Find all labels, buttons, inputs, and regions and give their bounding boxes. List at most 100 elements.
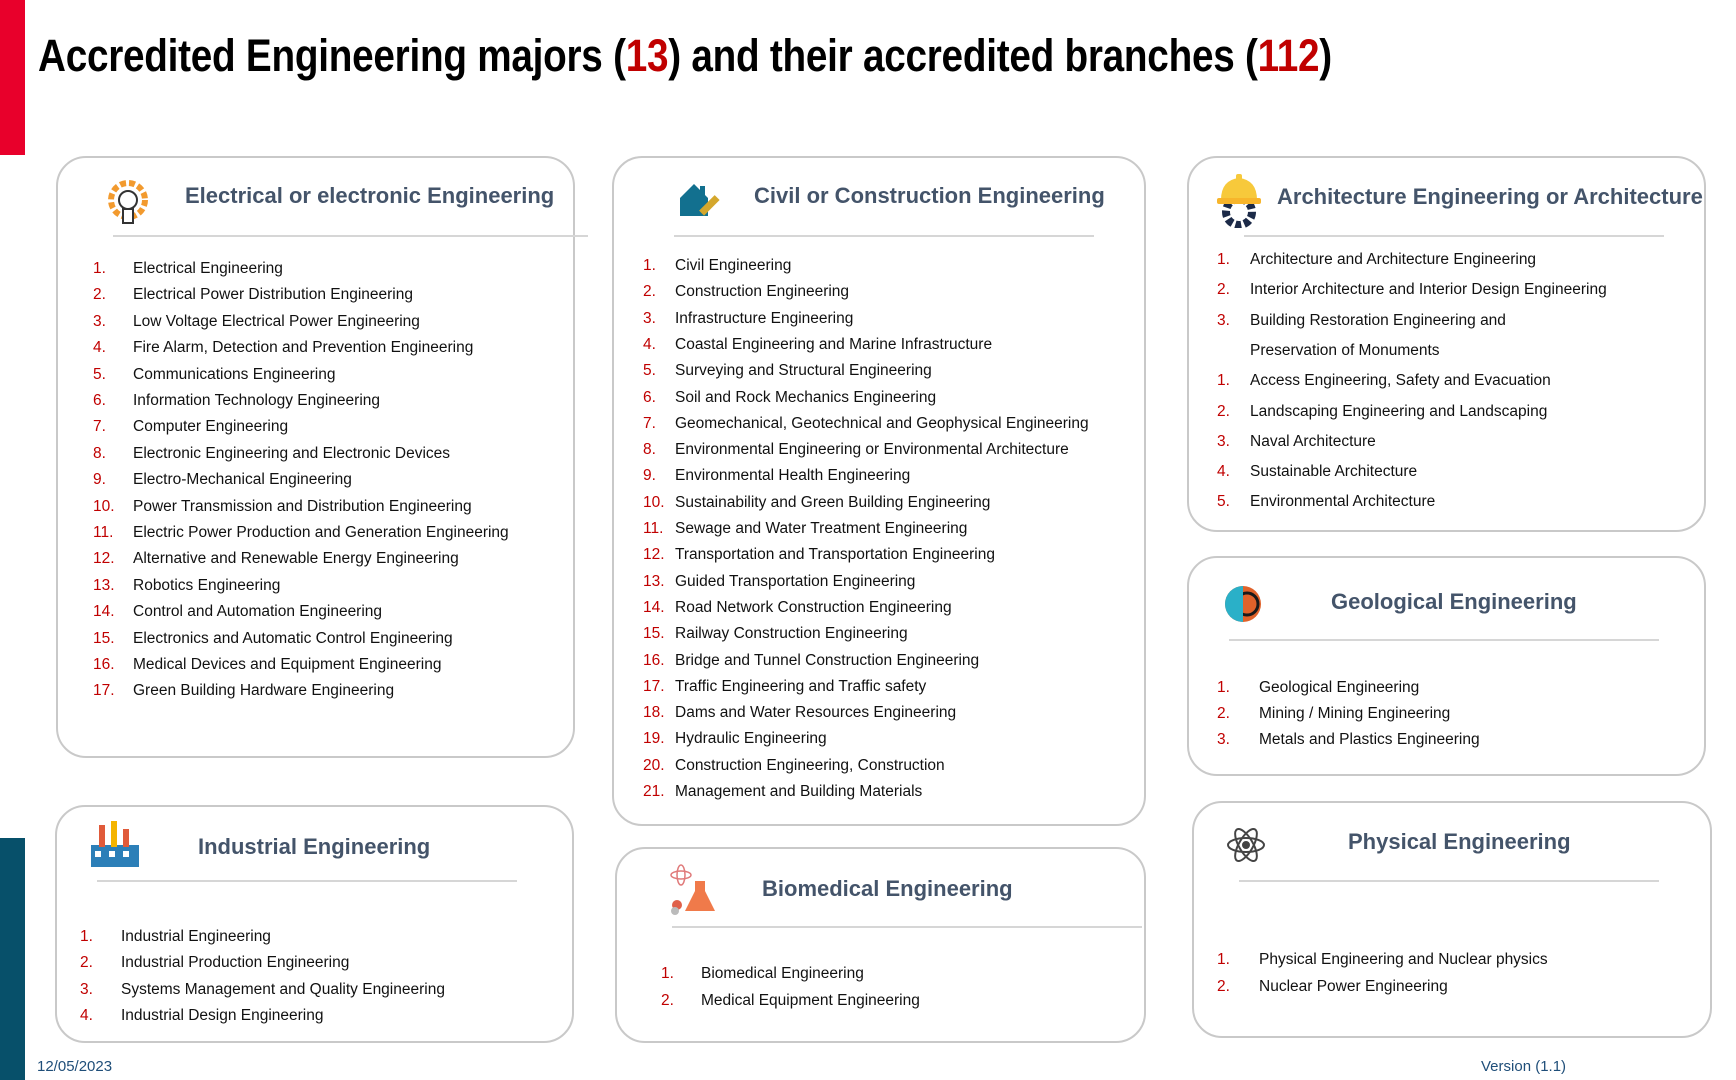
- item-number: 3.: [1217, 311, 1230, 329]
- list-item: 2.Industrial Production Engineering: [80, 954, 350, 972]
- list-item: 12.Transportation and Transportation Eng…: [643, 546, 995, 564]
- item-label: Preservation of Monuments: [1250, 341, 1440, 359]
- item-number: 9.: [643, 467, 656, 485]
- item-label: Building Restoration Engineering and: [1250, 311, 1506, 329]
- branches-count: 112: [1257, 30, 1320, 81]
- item-label: Surveying and Structural Engineering: [675, 362, 932, 380]
- list-item: 20.Construction Engineering, Constructio…: [643, 756, 945, 775]
- list-item: 3. Naval Architecture: [1217, 432, 1376, 451]
- list-item: Preservation of Monuments: [1250, 342, 1440, 360]
- item-label: Bridge and Tunnel Construction Engineeri…: [675, 651, 980, 669]
- item-number: 1.: [661, 965, 674, 982]
- item-number: 2.: [93, 286, 106, 304]
- item-label: Road Network Construction Engineering: [675, 598, 952, 616]
- item-label: Communications Engineering: [133, 365, 336, 383]
- item-label: Civil Engineering: [675, 257, 792, 274]
- title-text: ): [1319, 30, 1332, 81]
- item-number: 1.: [1217, 372, 1230, 390]
- list-item: 4.Industrial Design Engineering: [80, 1007, 323, 1025]
- divider: [672, 926, 1142, 928]
- list-item: 2.Construction Engineering: [643, 283, 849, 301]
- item-number: 2.: [1217, 705, 1230, 723]
- item-number: 4.: [80, 1007, 93, 1025]
- item-label: Computer Engineering: [133, 418, 289, 436]
- flask-atom-icon: [665, 861, 721, 922]
- item-label: Mining / Mining Engineering: [1259, 705, 1451, 723]
- list-item: 2.Interior Architecture and Interior Des…: [1217, 281, 1607, 299]
- item-number: 21.: [643, 783, 665, 800]
- item-number: 5.: [643, 362, 656, 380]
- item-label: Hydraulic Engineering: [675, 730, 827, 748]
- item-number: 15.: [643, 625, 665, 643]
- list-item: 5.Environmental Architecture: [1217, 493, 1435, 511]
- item-label: Sustainable Architecture: [1250, 463, 1418, 481]
- list-item: 8.Electronic Engineering and Electronic …: [93, 444, 451, 463]
- item-number: 3.: [1217, 731, 1230, 749]
- item-label: Naval Architecture: [1250, 432, 1376, 450]
- factory-icon: [87, 815, 143, 876]
- item-label: Architecture and Architecture Engineerin…: [1250, 251, 1537, 268]
- list-item: 7.Computer Engineering: [93, 418, 289, 436]
- item-label: Medical Devices and Equipment Engineerin…: [133, 656, 442, 673]
- item-label: Electronic Engineering and Electronic De…: [133, 444, 451, 462]
- item-number: 14.: [643, 598, 665, 616]
- hardhat-gear-icon: [1215, 172, 1263, 233]
- item-number: 3.: [1217, 432, 1230, 450]
- list-item: 2.Electrical Power Distribution Engineer…: [93, 286, 413, 304]
- list-item: 2.Landscaping Engineering and Landscapin…: [1217, 403, 1547, 421]
- list-item: 13.Guided Transportation Engineering: [643, 573, 915, 591]
- item-label: Access Engineering, Safety and Evacuatio…: [1250, 372, 1551, 390]
- list-item: 3.Infrastructure Engineering: [643, 310, 853, 328]
- list-item: 21.Management and Building Materials: [643, 783, 922, 801]
- list-item: 4.Fire Alarm, Detection and Prevention E…: [93, 339, 473, 357]
- item-label: Sustainability and Green Building Engine…: [675, 493, 991, 511]
- list-item: 6.Soil and Rock Mechanics Engineering: [643, 388, 937, 407]
- teal-accent-bar: [0, 838, 25, 1080]
- item-label: Environmental Health Engineering: [675, 467, 911, 485]
- list-item: 4.Coastal Engineering and Marine Infrast…: [643, 336, 992, 354]
- item-label: Electronics and Automatic Control Engine…: [133, 629, 453, 647]
- list-item: 10.Power Transmission and Distribution E…: [93, 498, 472, 516]
- item-label: Dams and Water Resources Engineering: [675, 704, 957, 722]
- major-title: Architecture Engineering or Architecture: [1277, 184, 1703, 209]
- item-label: Railway Construction Engineering: [675, 625, 908, 643]
- list-item: 14.Control and Automation Engineering: [93, 603, 382, 621]
- list-item: 3.Systems Management and Quality Enginee…: [80, 981, 445, 999]
- item-number: 3.: [93, 312, 106, 330]
- item-label: Industrial Production Engineering: [121, 954, 350, 972]
- divider: [1239, 880, 1659, 882]
- list-item: 8.Environmental Engineering or Environme…: [643, 441, 1069, 459]
- divider: [97, 880, 517, 882]
- title-text: Accredited Engineering majors (: [38, 30, 626, 81]
- item-number: 7.: [643, 414, 656, 432]
- item-label: Robotics Engineering: [133, 576, 281, 594]
- major-card-geological: Geological Engineering 1.Geological Engin…: [1187, 556, 1706, 776]
- major-title: Industrial Engineering: [198, 834, 431, 859]
- item-number: 19.: [643, 730, 665, 748]
- list-item: 1.Industrial Engineering: [80, 928, 271, 946]
- item-number: 1.: [1217, 251, 1230, 268]
- list-item: 1.Geological Engineering: [1217, 679, 1419, 697]
- list-item: 17.Traffic Engineering and Traffic safet…: [643, 678, 926, 696]
- date-label: 12/05/2023: [37, 1058, 113, 1075]
- item-label: Construction Engineering, Construction: [675, 756, 945, 774]
- item-number: 13.: [93, 576, 115, 594]
- item-number: 16.: [643, 651, 665, 669]
- item-label: Soil and Rock Mechanics Engineering: [675, 388, 937, 406]
- title-text: ) and their accredited branches (: [668, 30, 1258, 81]
- item-number: 10.: [643, 493, 665, 511]
- major-title: Civil or Construction Engineering: [754, 183, 1105, 208]
- atom-icon: [1224, 823, 1268, 872]
- item-label: Information Technology Engineering: [133, 392, 381, 409]
- item-label: Sewage and Water Treatment Engineering: [675, 520, 968, 537]
- major-title: Geological Engineering: [1331, 589, 1577, 614]
- item-number: 6.: [93, 392, 106, 409]
- item-number: 11.: [643, 520, 664, 537]
- list-item: 1.Biomedical Engineering: [661, 965, 864, 983]
- item-number: 17.: [643, 677, 665, 695]
- major-title: Electrical or electronic Engineering: [185, 183, 555, 208]
